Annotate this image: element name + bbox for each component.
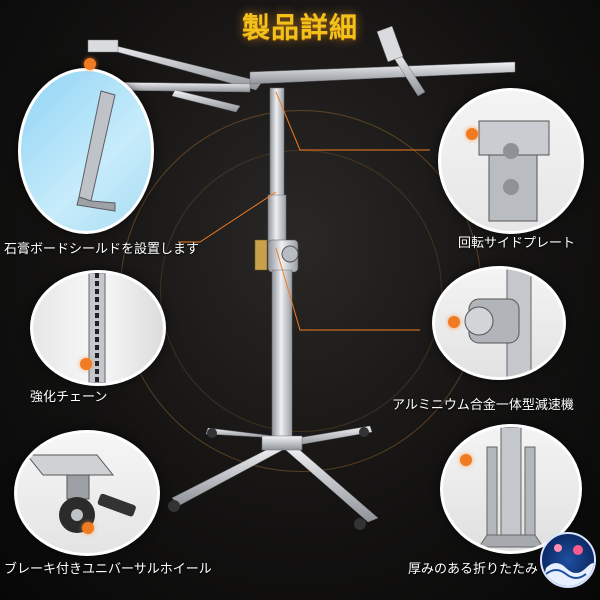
detail-circle-casters bbox=[14, 430, 160, 556]
upper-mast bbox=[269, 87, 285, 199]
detail-circle-chain bbox=[30, 270, 166, 386]
brand-logo bbox=[540, 532, 596, 588]
callout-dot bbox=[82, 522, 94, 534]
winch-label bbox=[254, 239, 268, 271]
detail-circle-side-plate bbox=[438, 88, 584, 234]
detail-circle-board-shield bbox=[18, 68, 154, 234]
wave-logo-icon bbox=[542, 544, 594, 586]
feature-label-folding: 厚みのある折りたたみ bbox=[408, 562, 539, 577]
detail-circle-folding bbox=[440, 424, 582, 554]
callout-dot bbox=[84, 58, 96, 70]
shield-bracket-icon bbox=[76, 90, 116, 212]
feature-label-casters: ブレーキ付きユニバーサルホイール bbox=[4, 562, 212, 577]
feature-label-board-shield: 石膏ボードシールドを設置します bbox=[4, 242, 200, 257]
chain-icon bbox=[88, 273, 106, 383]
caster-wheel-icon bbox=[25, 454, 136, 533]
top-arm-right bbox=[249, 61, 516, 85]
page-title: 製品詳細 bbox=[241, 11, 358, 44]
callout-dot bbox=[80, 358, 92, 370]
reducer-icon bbox=[464, 269, 532, 377]
callout-dot bbox=[460, 454, 472, 466]
feature-label-chain: 強化チェーン bbox=[30, 390, 108, 405]
callout-dot bbox=[448, 316, 460, 328]
feature-label-reducer: アルミニウム合金一体型減速機 bbox=[392, 398, 574, 413]
feature-label-side-plate: 回転サイドプレート bbox=[458, 236, 576, 251]
callout-dot bbox=[466, 128, 478, 140]
side-plate-icon bbox=[478, 120, 550, 222]
folding-base-icon bbox=[478, 427, 544, 548]
lower-mast bbox=[271, 269, 293, 441]
